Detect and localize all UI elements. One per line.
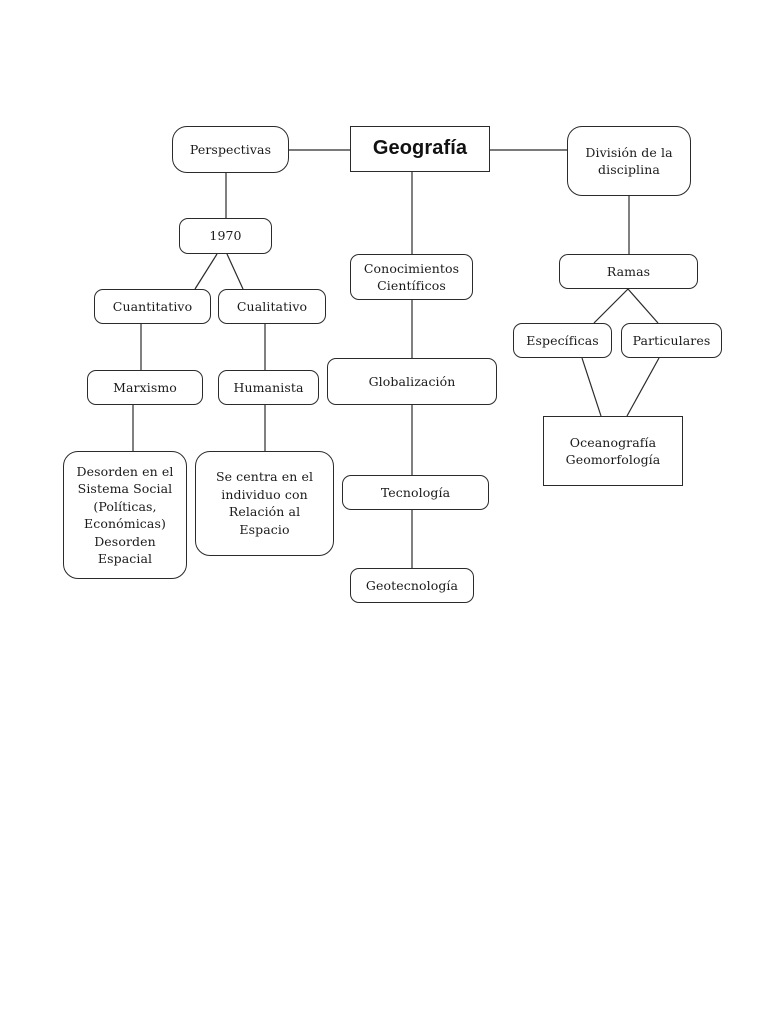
node-oceanografia-geomorfologia: Oceanografía Geomorfología — [543, 416, 683, 486]
node-globalizacion: Globalización — [327, 358, 497, 405]
node-1970: 1970 — [179, 218, 272, 254]
node-se-centra: Se centra en el individuo con Relación a… — [195, 451, 334, 556]
node-cualitativo: Cualitativo — [218, 289, 326, 324]
edge-particulares-oceanografia — [626, 357, 660, 417]
edge-ramas-especificas — [593, 288, 629, 324]
edge-especificas-oceanografia — [581, 357, 602, 417]
node-tecnologia: Tecnología — [342, 475, 489, 510]
node-ramas: Ramas — [559, 254, 698, 289]
node-cuantitativo: Cuantitativo — [94, 289, 211, 324]
node-conocimientos-cientificos: Conocimientos Científicos — [350, 254, 473, 300]
node-particulares: Particulares — [621, 323, 722, 358]
node-division-disciplina: División de la disciplina — [567, 126, 691, 196]
node-geografia-root: Geografía — [350, 126, 490, 172]
edge-1970-cuantitativo — [194, 253, 218, 290]
edge-1970-cualitativo — [226, 253, 244, 290]
node-especificas: Específicas — [513, 323, 612, 358]
node-perspectivas: Perspectivas — [172, 126, 289, 173]
node-humanista: Humanista — [218, 370, 319, 405]
node-geotecnologia: Geotecnología — [350, 568, 474, 603]
edge-ramas-particulares — [627, 288, 659, 324]
node-desorden: Desorden en el Sistema Social (Políticas… — [63, 451, 187, 579]
node-marxismo: Marxismo — [87, 370, 203, 405]
